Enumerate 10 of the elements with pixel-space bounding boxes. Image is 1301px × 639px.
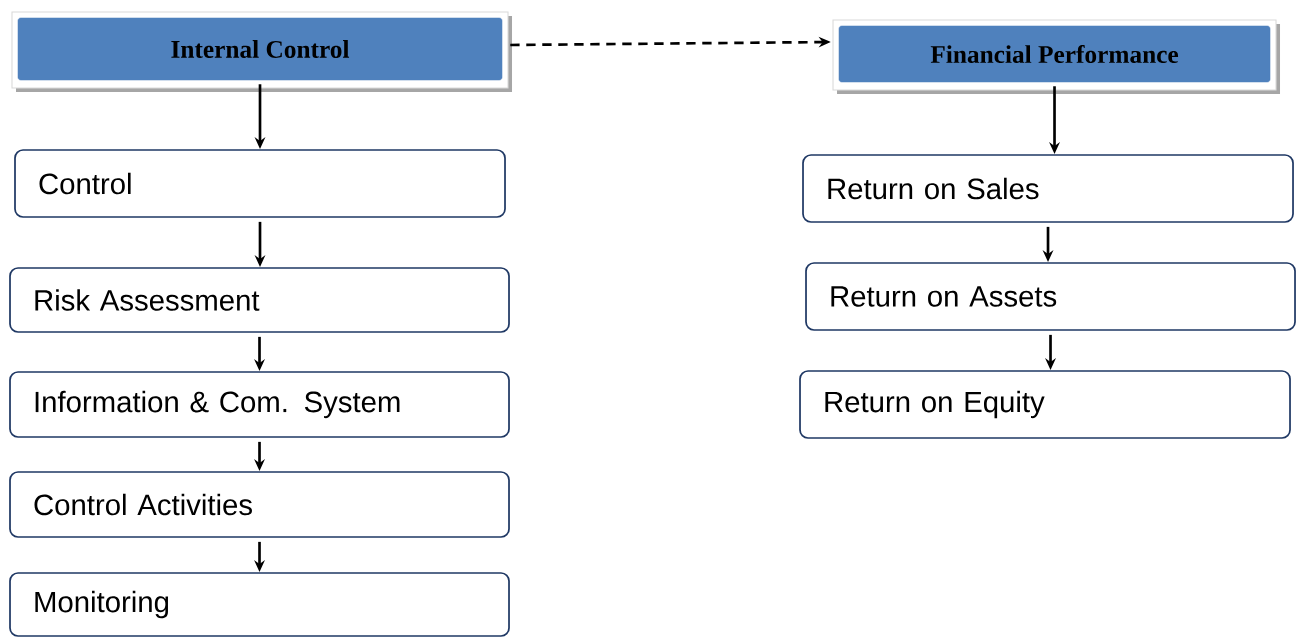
process-box: Information & Com. System (9, 371, 510, 438)
process-box: Return on Assets (805, 262, 1296, 331)
process-box: Risk Assessment (9, 267, 510, 333)
process-box: Return on Equity (799, 370, 1291, 439)
process-box: Control (14, 149, 506, 218)
process-box: Monitoring (9, 572, 510, 637)
process-box: Control Activities (9, 471, 510, 538)
process-box: Return on Sales (802, 154, 1294, 223)
header-box: Internal Control (11, 11, 512, 92)
header-box: Financial Performance (832, 19, 1280, 94)
